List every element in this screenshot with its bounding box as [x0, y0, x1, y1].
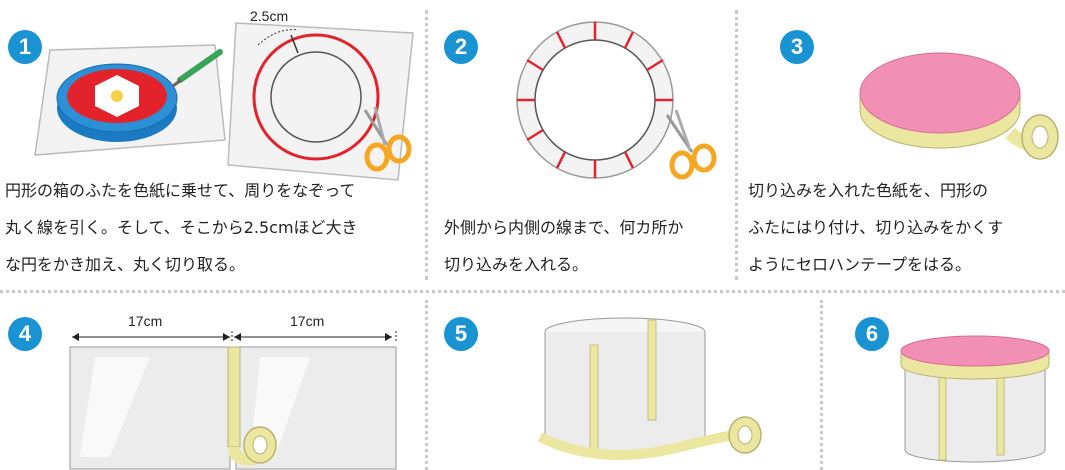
dimension-arrows: [72, 331, 397, 343]
step-3-caption-line: ふたにはり付け、切り込みをかくす: [748, 218, 1004, 237]
step-number-badge: 4: [8, 317, 42, 351]
step-2-panel: 2 外側から内側の線まで、何カ所か 切り込みを入れる。: [430, 0, 730, 285]
covered-lid-illustration: [859, 52, 1059, 160]
step-number-badge: 6: [855, 317, 889, 351]
horizontal-separator: [0, 290, 1065, 293]
left-width-dimension-label: 17cm: [128, 313, 163, 329]
step-1-caption-line: 円形の箱のふたを色紙に乗せて、周りをなぞって: [5, 181, 356, 200]
scissors-icon: [363, 106, 412, 172]
step-number-badge: 5: [444, 317, 478, 351]
step-2-caption-line: 切り込みを入れる。: [444, 255, 589, 274]
step-4-panel: 4 17cm 17cm: [0, 295, 420, 470]
acetate-sheets-illustration: [69, 346, 397, 470]
step-1-caption-line: 丸く線を引く。そして、そこから2.5cmほど大き: [5, 218, 358, 237]
vertical-separator: [735, 10, 738, 280]
margin-dimension-label: 2.5cm: [250, 8, 289, 24]
step-3-caption-line: 切り込みを入れた色紙を、円形の: [748, 181, 989, 200]
scissors-icon: [665, 109, 717, 180]
step-3-panel: 3 切り込みを入れた色紙を、円形の ふたにはり付け、切り込みをかくす ようにセロ…: [740, 0, 1065, 285]
step-number-badge: 3: [780, 30, 814, 64]
right-width-dimension-label: 17cm: [290, 313, 325, 329]
step-1-caption-line: な円をかき加え、丸く切り取る。: [5, 255, 246, 274]
slit-paper-circle-illustration: [516, 21, 674, 179]
step-3-caption-line: ようにセロハンテープをはる。: [748, 255, 972, 274]
step-6-panel: 6: [825, 295, 1065, 470]
vertical-separator: [820, 300, 823, 470]
paper-with-circles-illustration: [227, 22, 414, 181]
step-2-caption-line: 外側から内側の線まで、何カ所か: [444, 218, 684, 237]
box-lid-illustration: [34, 44, 226, 156]
step-number-badge: 1: [8, 30, 42, 64]
step-1-panel: 1 2.5cm 円形の箱のふたを色紙に乗せて、周りをなぞって 丸く線を引く。そし…: [0, 0, 420, 285]
step-number-badge: 2: [444, 30, 478, 64]
vertical-separator: [425, 10, 428, 280]
step-5-panel: 5: [430, 295, 815, 470]
acetate-cylinder-illustration: [537, 317, 762, 460]
finished-case-illustration: [900, 335, 1050, 463]
vertical-separator: [425, 300, 428, 470]
